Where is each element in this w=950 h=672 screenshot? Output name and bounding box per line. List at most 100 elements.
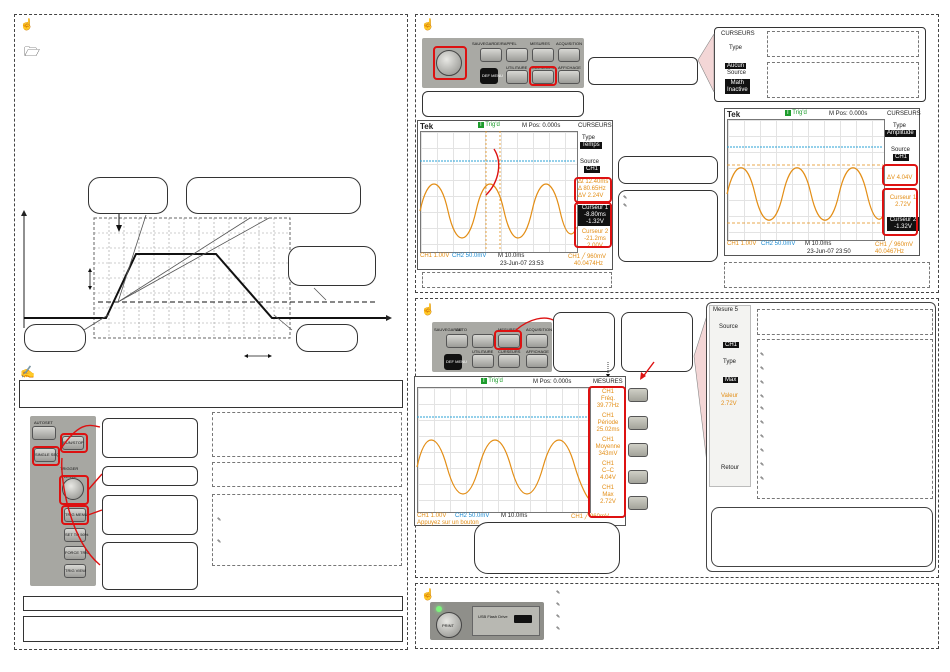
cursor1-readout[interactable]: Curseur 1 -8.80ms -1.32V (578, 205, 612, 226)
delta-readout: Δt 12.40ms Δ 80.65Hz ΔV 2.24V (578, 179, 608, 200)
bezel-button-3[interactable] (628, 443, 648, 457)
highlight-delta-amp (882, 164, 918, 186)
cursor2-readout[interactable]: Curseur 2 -21.2ms 2.00V (581, 229, 609, 249)
cursors-button[interactable] (532, 70, 554, 84)
measure-slot-4[interactable]: CH1 C–C 4.04V (600, 461, 616, 481)
scope-menu-title: MESURES (593, 379, 623, 385)
waveform-grid (420, 131, 578, 253)
measure-source-note (757, 309, 933, 335)
callout-level (102, 466, 198, 486)
default-setup-button[interactable] (480, 68, 498, 84)
scope-brand: Tek (420, 122, 434, 131)
scope-cursors-amplitude: Tek T Trig'd M Pos: 0.000s CURSEURS Type… (724, 108, 921, 256)
bullet-icon: ✎ (760, 380, 765, 386)
trigger-footer-box-2 (23, 616, 403, 642)
set-to-50-label: SET TO 50% (65, 532, 89, 537)
waveform-traces (726, 146, 884, 224)
acquisition-button[interactable] (558, 48, 580, 62)
print-button[interactable] (436, 612, 462, 638)
cursors-button[interactable] (498, 354, 520, 368)
source-value[interactable]: CH1 (584, 166, 601, 173)
footer-trigger: CH1 ╱ 960mV (568, 254, 606, 260)
measures-button[interactable] (498, 334, 520, 348)
multipurpose-knob[interactable] (436, 50, 462, 76)
highlight-cursor-readouts (574, 202, 612, 248)
left-row2-label-2: CURSEURS (498, 349, 521, 354)
display-button[interactable] (558, 70, 580, 84)
trigger-level-knob[interactable] (62, 478, 84, 500)
type-value[interactable]: Temps (580, 142, 602, 149)
left-row1-label-2: AUTO (456, 327, 468, 332)
bezel-button-2[interactable] (628, 416, 648, 430)
bullet-icon: ✎ (760, 406, 765, 412)
popup-source-label: Source (727, 70, 747, 76)
bullet-icon: ✎ (760, 366, 765, 372)
popup-type-value[interactable]: Aucun (725, 54, 747, 72)
cursor2-readout[interactable]: Curseur 2 -1.32V (887, 217, 919, 231)
highlight-single-seq (32, 446, 60, 466)
measure-back-button[interactable]: Retour (721, 465, 740, 471)
save-recall-button[interactable] (446, 334, 468, 348)
folder-open-icon: 🗁 (24, 44, 41, 59)
menu-row1-label-2: MESURES (530, 41, 550, 46)
measure-slot-2[interactable]: CH1 Période 25.02ms (596, 413, 620, 433)
measure-button[interactable] (472, 334, 494, 348)
bullet-icon: ✎ (760, 448, 765, 454)
default-setup-button[interactable] (444, 354, 462, 370)
bullet-icon: ✎ (556, 602, 561, 608)
callout-measure-readout (474, 522, 620, 574)
left-row1-label-4: ACQUISITION (526, 327, 553, 332)
utility-button[interactable] (506, 70, 528, 84)
footer-freq: 40.0474Hz (574, 261, 604, 267)
measure-source-value[interactable]: CH1 (723, 333, 740, 351)
type-label: Type (893, 123, 907, 129)
acquisition-button[interactable] (526, 334, 548, 348)
bezel-button-1[interactable] (628, 388, 648, 402)
bezel-button-5[interactable] (628, 496, 648, 510)
callout-trigger-point (88, 177, 168, 214)
save-recall-button[interactable] (480, 48, 502, 62)
type-value[interactable]: Amplitude (885, 130, 916, 137)
utility-button[interactable] (472, 354, 494, 368)
measures-button[interactable] (532, 48, 554, 62)
callout-trigger-slope (186, 177, 361, 214)
default-setup-label: DEF MENU (446, 359, 467, 364)
measure-type-value[interactable]: Max (723, 368, 739, 386)
measure-slot-1[interactable]: CH1 Fréq. 39.77Hz (596, 389, 620, 409)
bullet-icon: ✎ (760, 476, 765, 482)
measure-source-label: Source (719, 324, 739, 330)
autoset-button[interactable] (32, 426, 56, 440)
highlight-multipurpose-knob (433, 46, 467, 80)
measure-slot-5[interactable]: CH1 Max 2.72V (600, 485, 616, 505)
popup-type-value-text: Aucun (725, 63, 747, 69)
trigger-controls-photo: AUTOSET RUN/STOP SINGLE SEQ TRIGGER LEVE… (30, 416, 96, 586)
trig-view-label: TRIG VIEW (65, 568, 86, 573)
usb-slot (514, 615, 532, 623)
bezel-button-4[interactable] (628, 470, 648, 484)
trigger-note-box (19, 380, 403, 408)
delta-readout: ΔV 4.04V (887, 175, 913, 181)
popup-source-value-1: Math (730, 80, 745, 86)
cursor1-readout[interactable]: Curseur 1 2.72V (889, 195, 917, 208)
menu-row1-label-3: ACQUISITION (556, 41, 583, 46)
single-seq-button[interactable] (34, 448, 56, 462)
display-button[interactable] (526, 354, 548, 368)
source-value[interactable]: CH1 (893, 154, 910, 161)
cursors-panel (415, 14, 939, 293)
popup-source-value[interactable]: Math Inactive (725, 79, 750, 95)
type-value-text: Amplitude (885, 130, 916, 137)
footer-ch2: CH2 50.0mV (761, 241, 796, 247)
force-trig-button[interactable] (64, 546, 86, 560)
trig-badge: T Trig'd (478, 122, 500, 128)
measure-type-note: ✎ ✎ ✎ ✎ ✎ ✎ ✎ ✎ ✎ ✎ (757, 339, 933, 499)
run-stop-label: RUN/STOP (63, 440, 84, 445)
measure-button[interactable] (506, 48, 528, 62)
measures-controls-photo: SAUVEGARDE AUTO MESURES ACQUISITION DEF … (432, 322, 552, 372)
footer-ch2: CH2 50.0mV (452, 253, 487, 259)
measure-slot-3[interactable]: CH1 Moyenne 343mV (595, 437, 621, 457)
callout-set-force (102, 542, 198, 590)
bullet-icon: ✎ (623, 195, 628, 201)
trig-view-button[interactable] (64, 564, 86, 578)
scope-cursors-time: Tek T Trig'd M Pos: 0.000s CURSEURS Type… (417, 120, 613, 270)
usb-label: USB Flash Drive (478, 614, 508, 619)
